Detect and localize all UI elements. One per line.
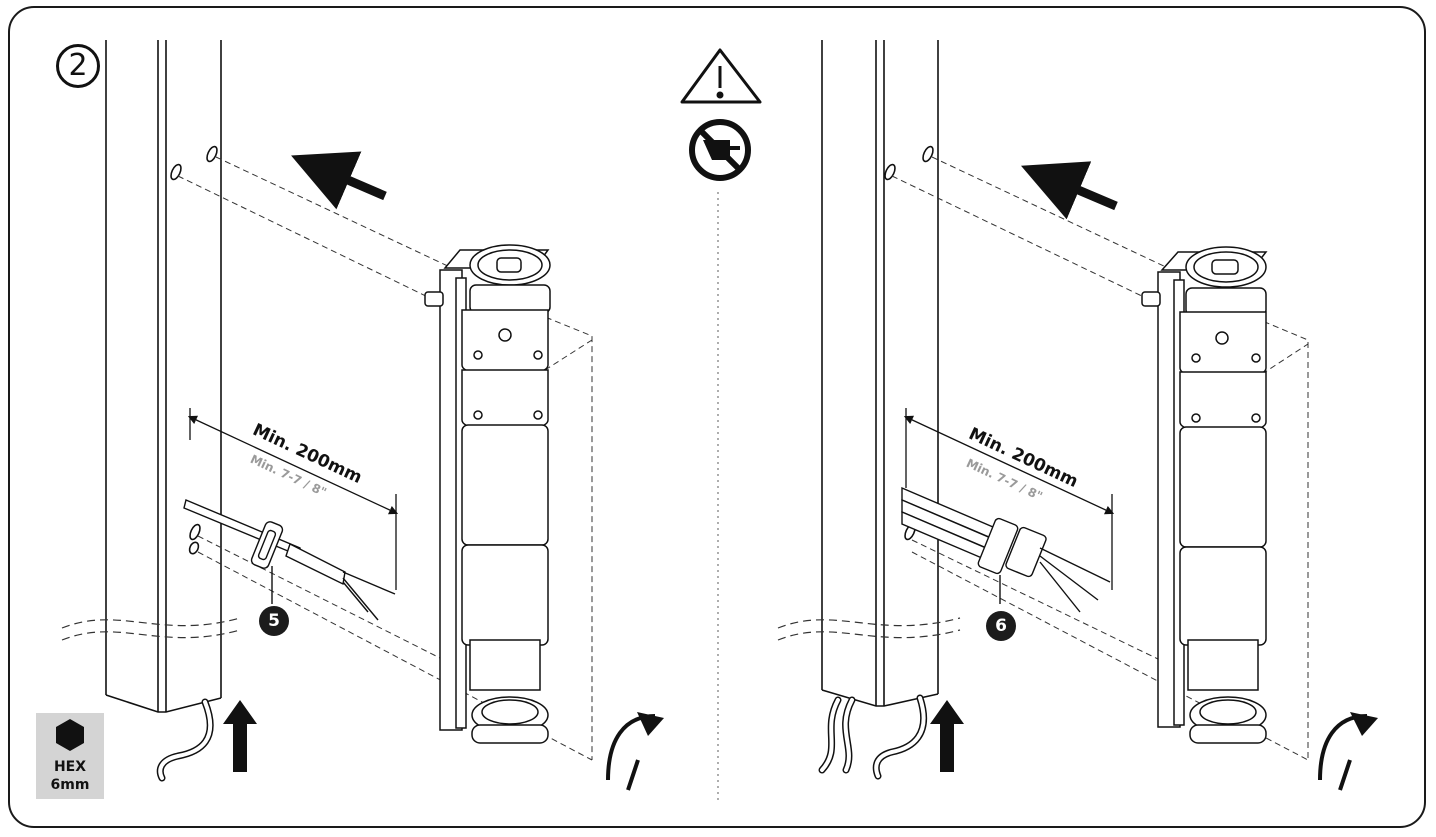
slide-direction-arrow (1021, 161, 1118, 220)
part-callout-6: 6 (986, 611, 1016, 641)
break-lines (61, 617, 241, 641)
hex-key-icon (56, 719, 84, 751)
rotate-arrow (637, 712, 664, 736)
warning-triangle-icon (680, 48, 762, 104)
part-callout-5: 5 (259, 606, 289, 636)
power-cables (818, 694, 928, 780)
left-panel (61, 40, 664, 791)
slide-direction-arrow (291, 151, 387, 210)
rotate-arrow (1350, 712, 1378, 736)
no-power-plug-icon (689, 119, 751, 181)
step-number-badge: 2 (56, 44, 100, 88)
table-leg (105, 40, 222, 713)
hex-size-label: 6mm (50, 777, 90, 793)
insert-up-arrow (930, 700, 964, 772)
actuator-motor-unit (1141, 246, 1268, 744)
min-length-dimension (903, 408, 1115, 590)
hex-type-label: HEX (53, 759, 87, 775)
hex-tool-badge: HEX 6mm (36, 713, 104, 799)
table-leg (821, 40, 939, 707)
break-lines (777, 617, 961, 641)
min-length-dimension (187, 408, 399, 590)
cable-with-connector (901, 486, 1111, 613)
cable-with-strain-relief (183, 499, 396, 621)
diagram-frame (8, 6, 1426, 828)
insert-up-arrow (223, 700, 257, 772)
right-panel (777, 40, 1378, 791)
power-cable (156, 698, 214, 782)
actuator-motor-unit (424, 244, 551, 744)
